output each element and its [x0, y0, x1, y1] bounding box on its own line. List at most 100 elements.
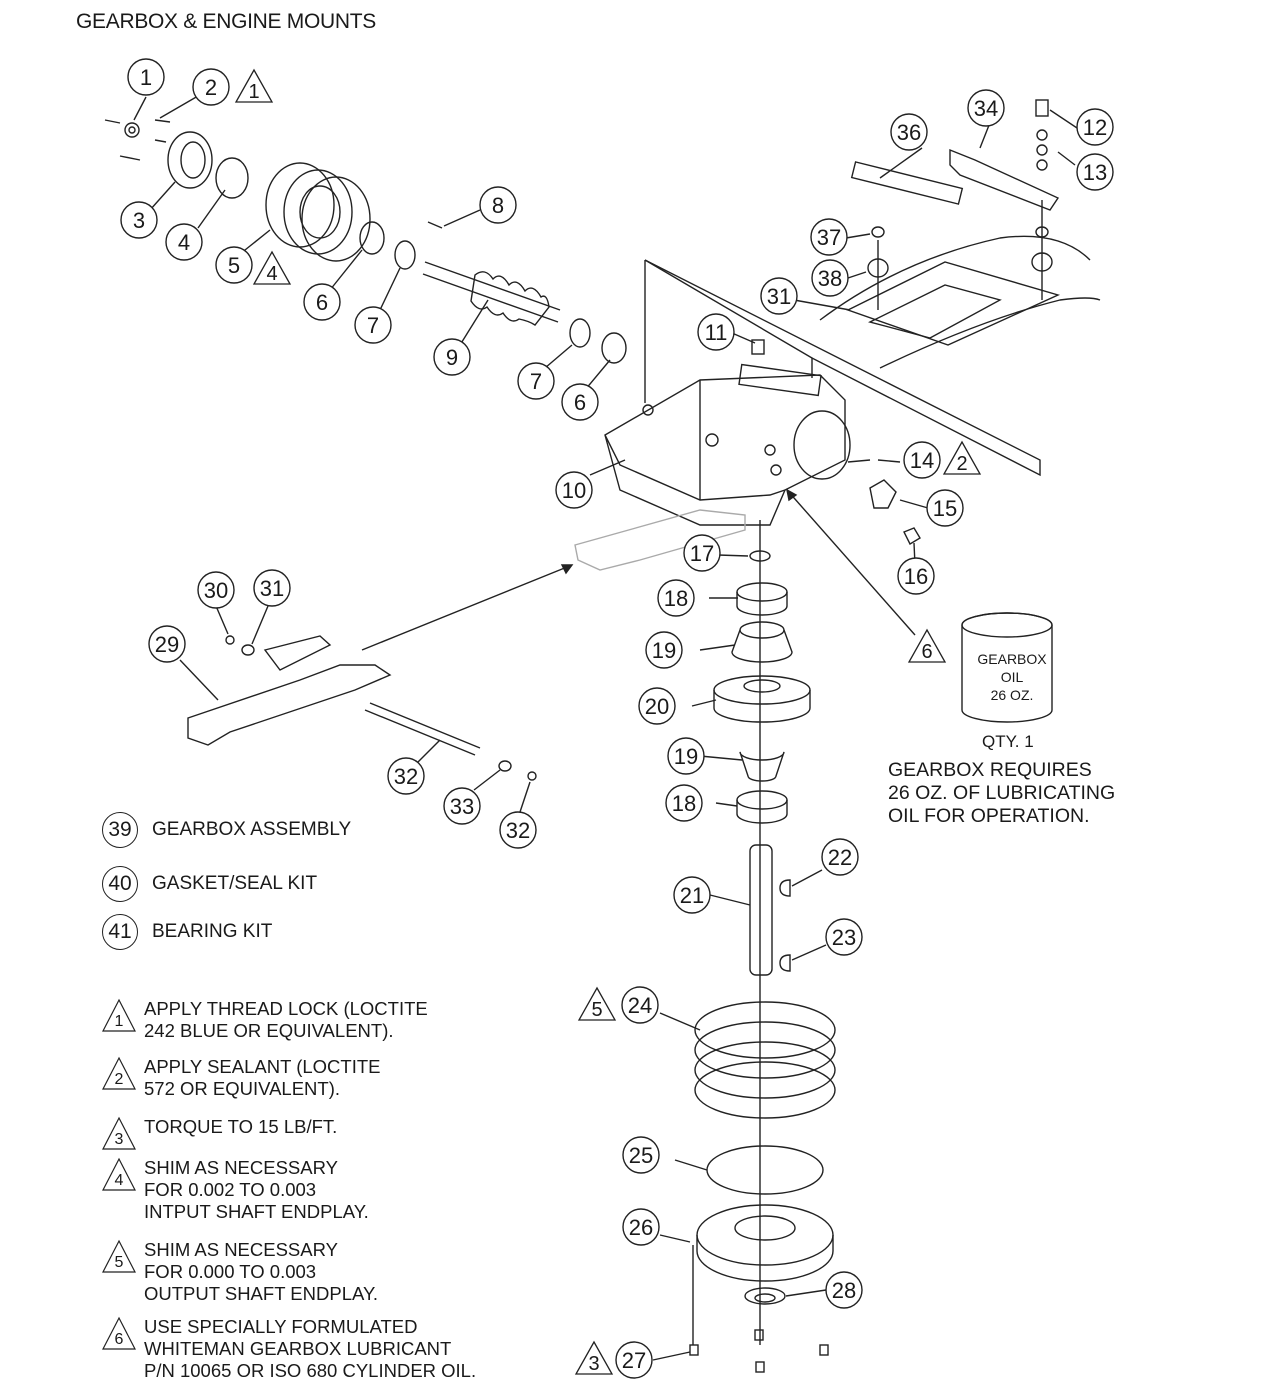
callout-number: 10: [562, 478, 586, 503]
callout-circle: [303, 283, 341, 321]
callout-number: 25: [629, 1143, 653, 1168]
callout-20: 20: [638, 687, 676, 725]
note-row: 6 USE SPECIALLY FORMULATED WHITEMAN GEAR…: [102, 1316, 476, 1382]
callout-number: 30: [204, 578, 228, 603]
triangle-flag-3: 3: [574, 1340, 614, 1375]
callout-30: 30: [197, 571, 235, 609]
callout-number: 32: [394, 764, 418, 789]
callout-circle: [645, 631, 683, 669]
warning-triangle-icon: [234, 68, 274, 103]
callout-circle: [667, 737, 705, 775]
callout-number: 6: [574, 390, 586, 415]
callout-circle: [555, 471, 593, 509]
callout-7: 7: [354, 306, 392, 344]
note-triangle-icon: 5: [102, 1239, 136, 1273]
callout-18: 18: [657, 579, 695, 617]
callout-number: 4: [178, 230, 190, 255]
callout-circle: [215, 246, 253, 284]
callout-circle: [127, 58, 165, 96]
callout-number: 7: [367, 313, 379, 338]
callout-circle: [197, 571, 235, 609]
note-number: 5: [114, 1254, 124, 1271]
triangle-flag-5: 5: [577, 986, 617, 1021]
callout-circle: [622, 1136, 660, 1174]
callout-number: 12: [1083, 115, 1107, 140]
callout-number: 9: [446, 345, 458, 370]
callout-number: 33: [450, 794, 474, 819]
triangle-flag-2: 2: [942, 440, 982, 475]
kit-row: 41 BEARING KIT: [102, 914, 272, 950]
callout-24: 24: [621, 986, 659, 1024]
callout-circle: [387, 757, 425, 795]
callout-32: 32: [387, 757, 425, 795]
callout-number: 28: [832, 1278, 856, 1303]
note-number: 1: [114, 1013, 124, 1030]
callout-circle: [825, 918, 863, 956]
callout-6: 6: [561, 383, 599, 421]
note-text: TORQUE TO 15 LB/FT.: [144, 1116, 338, 1137]
callout-circle: [148, 625, 186, 663]
callout-number: 22: [828, 845, 852, 870]
callout-circle: [517, 362, 555, 400]
callout-17: 17: [683, 534, 721, 572]
callout-circle: [825, 1271, 863, 1309]
callout-32: 32: [499, 811, 537, 849]
note-row: 1 APPLY THREAD LOCK (LOCTITE 242 BLUE OR…: [102, 998, 428, 1042]
callout-number: 16: [904, 564, 928, 589]
callout-circle: [1076, 153, 1114, 191]
flag-number: 5: [591, 999, 602, 1021]
callout-12: 12: [1076, 108, 1114, 146]
callout-circle: [967, 89, 1005, 127]
callout-circle: [561, 383, 599, 421]
callout-15: 15: [926, 489, 964, 527]
callout-38: 38: [811, 259, 849, 297]
callout-number: 1: [140, 65, 152, 90]
kit-label: GEARBOX ASSEMBLY: [152, 819, 352, 840]
warning-triangle-icon: [942, 440, 982, 475]
callout-circle: [890, 113, 928, 151]
callout-circle: [615, 1341, 653, 1379]
callout-circle: [433, 338, 471, 376]
callout-number: 31: [260, 576, 284, 601]
callout-number: 26: [629, 1215, 653, 1240]
callout-31: 31: [253, 569, 291, 607]
callout-2: 2: [192, 68, 230, 106]
callout-circle: [821, 838, 859, 876]
callout-circle: [638, 687, 676, 725]
callout-37: 37: [810, 218, 848, 256]
note-triangle-icon: 4: [102, 1157, 136, 1191]
callout-34: 34: [967, 89, 1005, 127]
callout-number: 15: [933, 496, 957, 521]
flag-number: 6: [921, 641, 932, 663]
callout-circle: [354, 306, 392, 344]
callout-circle: [897, 557, 935, 595]
kit-number: 40: [102, 866, 138, 902]
callout-circle: [810, 218, 848, 256]
callout-number: 24: [628, 993, 652, 1018]
callout-8: 8: [479, 186, 517, 224]
kit-number: 39: [102, 812, 138, 848]
callout-number: 31: [767, 284, 791, 309]
callout-circle: [926, 489, 964, 527]
callout-circle: [443, 787, 481, 825]
callout-number: 20: [645, 694, 669, 719]
kit-label: BEARING KIT: [152, 921, 273, 942]
callout-number: 34: [974, 96, 998, 121]
note-triangle-icon: 2: [102, 1056, 136, 1090]
callout-27: 27: [615, 1341, 653, 1379]
callout-28: 28: [825, 1271, 863, 1309]
callout-9: 9: [433, 338, 471, 376]
callout-circle: [499, 811, 537, 849]
callout-circle: [621, 986, 659, 1024]
callout-16: 16: [897, 557, 935, 595]
callout-number: 36: [897, 120, 921, 145]
oil-quantity: QTY. 1: [982, 732, 1034, 751]
callout-13: 13: [1076, 153, 1114, 191]
callout-number: 37: [817, 225, 841, 250]
callout-circle: [120, 201, 158, 239]
callout-number: 29: [155, 632, 179, 657]
callout-number: 17: [690, 541, 714, 566]
callout-3: 3: [120, 201, 158, 239]
